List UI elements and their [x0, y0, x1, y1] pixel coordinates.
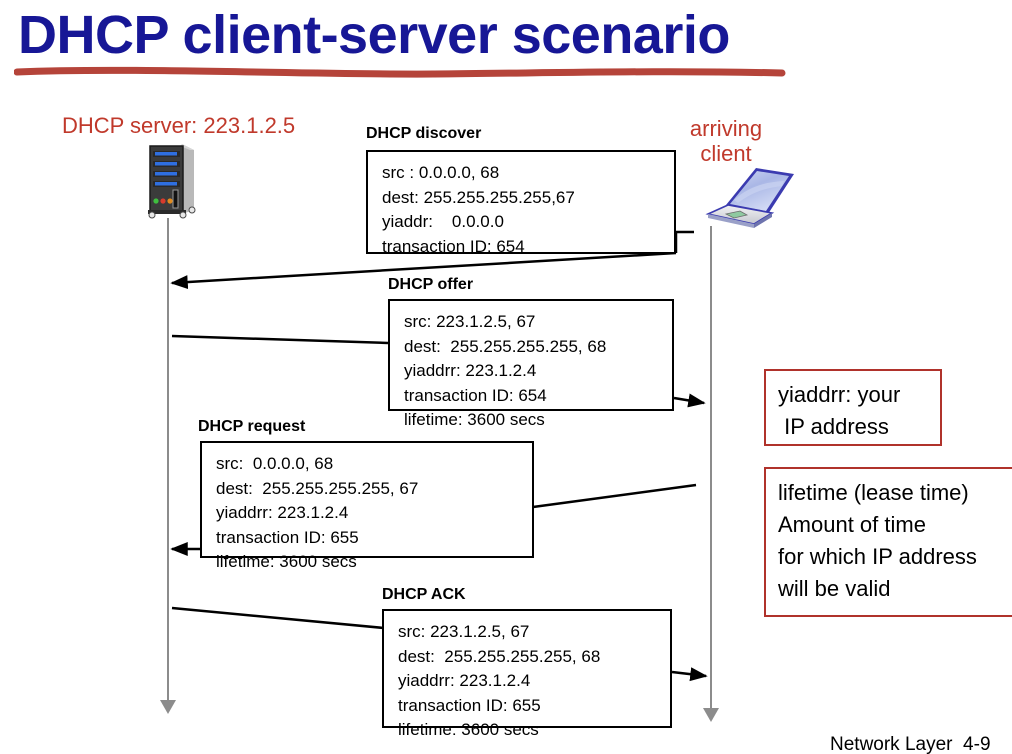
note-line: Amount of time — [778, 512, 926, 537]
title-underline-stroke — [14, 66, 786, 78]
arriving-client-label-line1: arriving — [689, 116, 763, 141]
dhcp-server-label: DHCP server: 223.1.2.5 — [62, 113, 296, 138]
note-line: IP address — [778, 414, 889, 439]
message-box-dhcp-discover: src : 0.0.0.0, 68 dest: 255.255.255.255,… — [366, 150, 676, 256]
message-line: transaction ID: 655 — [216, 527, 359, 547]
note-line: yiaddrr: your — [778, 382, 901, 407]
message-line: src : 0.0.0.0, 68 — [382, 163, 500, 182]
message-line: yiaddr: 0.0.0.0 — [382, 212, 504, 231]
message-line: src: 223.1.2.5, 67 — [398, 622, 530, 641]
note-box-yiaddrr: yiaddrr: your IP address — [764, 369, 942, 446]
message-title-dhcp-request: DHCP request — [198, 418, 306, 435]
message-line: lifetime: 3600 secs — [404, 410, 545, 429]
message-line: transaction ID: 655 — [398, 695, 541, 715]
note-line: lifetime (lease time) — [778, 480, 969, 505]
server-timeline — [167, 218, 169, 705]
message-line: yiaddrr: 223.1.2.4 — [398, 671, 531, 690]
server-tower-icon — [148, 144, 196, 219]
message-title-dhcp-discover: DHCP discover — [366, 125, 482, 142]
message-line: dest: 255.255.255.255, 68 — [398, 646, 601, 666]
arrow-dhcp-discover — [674, 230, 694, 253]
arrow-dhcp-request — [532, 483, 697, 509]
message-line: transaction ID: 654 — [404, 385, 547, 405]
message-line: dest: 255.255.255.255, 68 — [404, 336, 607, 356]
message-line: src: 0.0.0.0, 68 — [216, 454, 334, 473]
message-box-dhcp-ack: src: 223.1.2.5, 67 dest: 255.255.255.255… — [382, 609, 672, 739]
client-timeline-arrowhead — [703, 708, 719, 722]
note-line: will be valid — [778, 576, 891, 601]
arriving-client-label-line2: client — [700, 141, 752, 166]
message-line: lifetime: 3600 secs — [216, 552, 357, 571]
message-line: yiaddrr: 223.1.2.4 — [216, 503, 349, 522]
message-line: transaction ID: 654 — [382, 236, 525, 256]
arriving-client-label: arriving client — [676, 116, 776, 166]
laptop-icon — [705, 168, 794, 228]
message-line: dest: 255.255.255.255,67 — [382, 187, 575, 207]
message-box-dhcp-request: src: 0.0.0.0, 68 dest: 255.255.255.255, … — [200, 441, 534, 571]
arrow-dhcp-offer-to-client — [673, 393, 706, 408]
arrow-dhcp-ack — [171, 606, 385, 630]
slide-footer: Network Layer 4-9 — [830, 734, 991, 754]
note-line: for which IP address — [778, 544, 977, 569]
arrow-dhcp-ack-to-client — [671, 667, 708, 682]
page-title: DHCP client-server scenario — [18, 5, 730, 65]
client-timeline — [710, 226, 712, 712]
arrow-dhcp-offer — [171, 334, 389, 345]
message-line: dest: 255.255.255.255, 67 — [216, 478, 419, 498]
note-box-lifetime: lifetime (lease time) Amount of time for… — [764, 467, 1012, 617]
message-title-dhcp-ack: DHCP ACK — [382, 586, 466, 603]
message-line: src: 223.1.2.5, 67 — [404, 312, 536, 331]
message-line: yiaddrr: 223.1.2.4 — [404, 361, 537, 380]
server-timeline-arrowhead — [160, 700, 176, 714]
message-line: lifetime: 3600 secs — [398, 720, 539, 739]
message-title-dhcp-offer: DHCP offer — [388, 276, 474, 293]
message-box-dhcp-offer: src: 223.1.2.5, 67 dest: 255.255.255.255… — [388, 299, 674, 429]
